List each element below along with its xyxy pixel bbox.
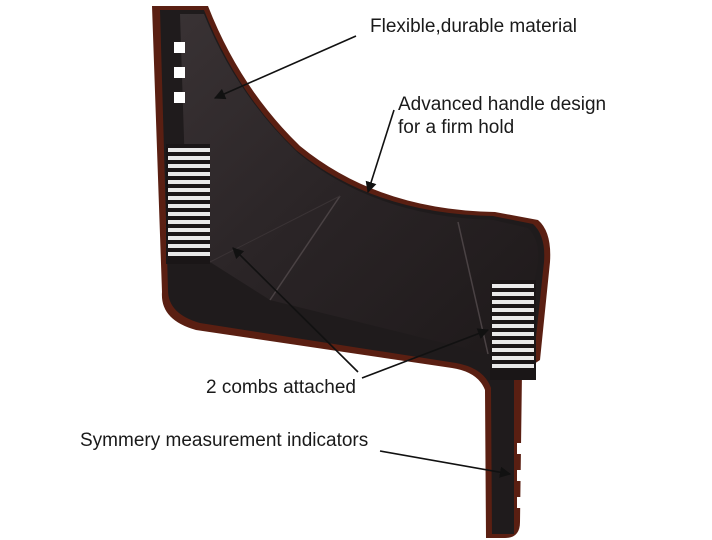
label-combs: 2 combs attached [206,377,356,398]
facet-line [269,195,341,301]
measurement-marker [517,443,528,454]
lower-comb [490,280,536,380]
measurement-marker [174,92,185,103]
measurement-marker [174,67,185,78]
label-handle-line2: for a firm hold [398,117,514,138]
label-handle-line1: Advanced handle design [398,94,606,115]
facet-line [209,195,341,263]
arrow-material [213,35,357,100]
label-indicators: Symmery measurement indicators [80,430,368,451]
measurement-marker [174,42,185,53]
arrow-handle [365,109,395,194]
arrow-indicators [379,450,512,478]
arrow-comb-upper [232,247,359,373]
measurement-marker [517,470,528,481]
measurement-marker [517,497,528,508]
upper-comb [166,144,210,264]
tool-face [180,14,539,354]
arrow-comb-lower [361,328,490,379]
label-material: Flexible,durable material [370,16,577,37]
